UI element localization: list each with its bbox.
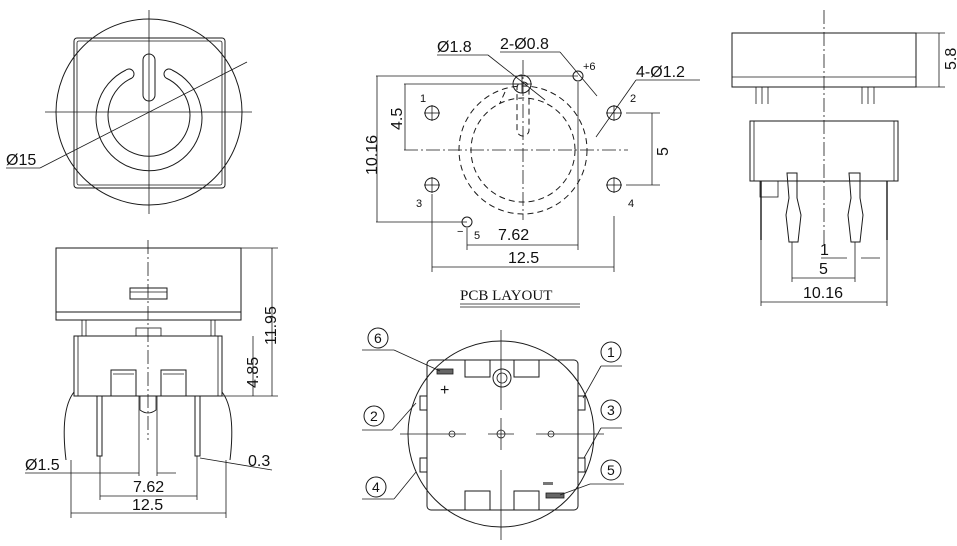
svg-text:+6: +6 — [583, 61, 596, 73]
svg-text:4.85: 4.85 — [245, 357, 262, 388]
svg-text:1: 1 — [820, 242, 829, 259]
svg-text:7.62: 7.62 — [133, 479, 164, 496]
svg-text:10.16: 10.16 — [803, 285, 843, 302]
callout: 6 1 2 3 4 5 — [362, 327, 624, 500]
svg-text:4: 4 — [372, 479, 380, 495]
svg-text:5: 5 — [474, 230, 480, 242]
diameter-label: Ø15 — [6, 152, 36, 169]
svg-text:2-Ø0.8: 2-Ø0.8 — [500, 36, 549, 53]
pcb-layout-title: PCB LAYOUT — [460, 288, 552, 304]
bottom-view: + 6 1 2 3 4 5 — [362, 327, 624, 540]
pcb-hole — [424, 105, 622, 193]
svg-text:Ø1.5: Ø1.5 — [25, 457, 60, 474]
svg-text:7.62: 7.62 — [498, 227, 529, 244]
pcb-layout: 1 2 3 4 +6 − 5 10.16 4.5 5 7.62 12.5 Ø1.… — [364, 36, 700, 308]
svg-text:1: 1 — [420, 93, 426, 105]
svg-text:3: 3 — [416, 198, 422, 210]
svg-text:4: 4 — [628, 198, 634, 210]
svg-text:5: 5 — [607, 462, 615, 478]
svg-text:12.5: 12.5 — [132, 497, 163, 514]
svg-text:3: 3 — [607, 402, 615, 418]
front-view: 11.95 4.85 Ø1.5 0.3 7.62 12.5 — [25, 240, 280, 518]
svg-text:5: 5 — [655, 147, 672, 156]
svg-text:2: 2 — [630, 93, 636, 105]
svg-text:4.5: 4.5 — [389, 108, 406, 130]
side-view: 5.8 1 5 10.16 — [731, 10, 957, 306]
svg-text:12.5: 12.5 — [508, 250, 539, 267]
svg-text:6: 6 — [374, 330, 382, 346]
svg-text:4-Ø1.2: 4-Ø1.2 — [636, 64, 685, 81]
dim-10-16: 10.16 — [364, 135, 381, 175]
svg-text:0.3: 0.3 — [248, 453, 270, 470]
svg-text:1: 1 — [607, 344, 615, 360]
svg-text:2: 2 — [370, 408, 378, 424]
svg-text:11.95: 11.95 — [263, 306, 280, 345]
svg-text:5: 5 — [819, 261, 828, 278]
top-view: Ø15 — [6, 10, 252, 214]
svg-text:−: − — [457, 226, 463, 238]
svg-text:Ø1.8: Ø1.8 — [437, 39, 472, 56]
svg-text:5.8: 5.8 — [943, 48, 957, 70]
svg-text:+: + — [440, 382, 449, 399]
